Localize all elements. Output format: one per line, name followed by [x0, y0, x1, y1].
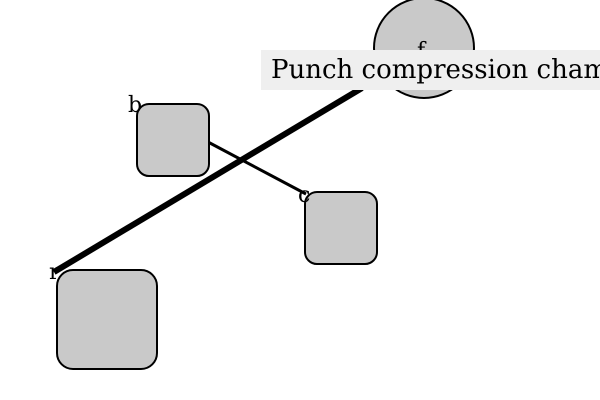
node-c-shape [304, 191, 378, 265]
node-c[interactable]: c [298, 183, 378, 265]
edge-r-f [52, 85, 364, 275]
node-b[interactable]: b [128, 93, 210, 177]
node-r-shape [56, 269, 158, 370]
edge-b-c [207, 140, 307, 196]
node-r-label: r [49, 260, 60, 285]
node-b-shape [136, 103, 210, 177]
node-tooltip: Punch compression cham [261, 50, 600, 90]
node-r[interactable]: r [49, 260, 158, 370]
node-b-label: b [128, 93, 142, 118]
node-c-label: c [298, 183, 310, 208]
